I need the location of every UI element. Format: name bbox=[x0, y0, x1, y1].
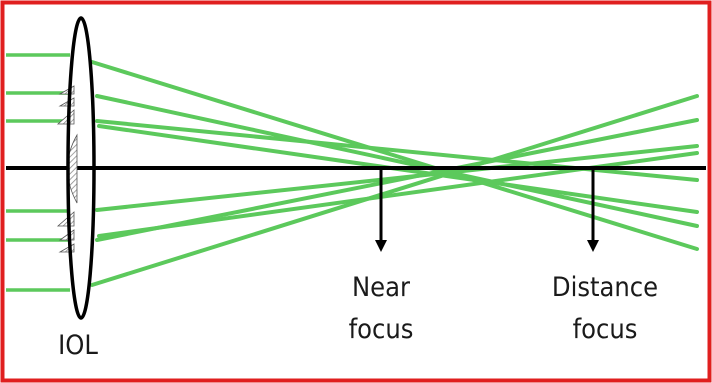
refracted-ray bbox=[95, 94, 699, 228]
near-focus-label-line2: focus bbox=[349, 314, 414, 345]
incoming-rays bbox=[6, 53, 70, 292]
distance-focus-arrow bbox=[587, 168, 599, 252]
diffractive-step bbox=[58, 229, 75, 241]
refracted-ray bbox=[97, 151, 699, 238]
diffractive-step bbox=[56, 211, 75, 227]
distance-focus-label-line2: focus bbox=[573, 314, 638, 345]
arrow-head bbox=[587, 240, 599, 252]
distance-focus-label-line1: Distance bbox=[552, 272, 658, 303]
refracted-ray bbox=[90, 94, 699, 287]
refracted-ray bbox=[90, 60, 699, 251]
near-focus-label-line1: Near bbox=[352, 272, 410, 303]
diffractive-step bbox=[58, 97, 75, 107]
refracted-ray bbox=[95, 118, 699, 242]
diffractive-step bbox=[56, 109, 75, 125]
arrow-head bbox=[375, 240, 387, 252]
iol-lens bbox=[66, 16, 96, 320]
refracted-ray bbox=[95, 119, 699, 182]
refracted-rays bbox=[90, 60, 699, 287]
iol-label: IOL bbox=[58, 330, 98, 361]
near-focus-arrow bbox=[375, 168, 387, 252]
diffractive-step bbox=[58, 85, 75, 95]
diffractive-step bbox=[58, 243, 75, 253]
